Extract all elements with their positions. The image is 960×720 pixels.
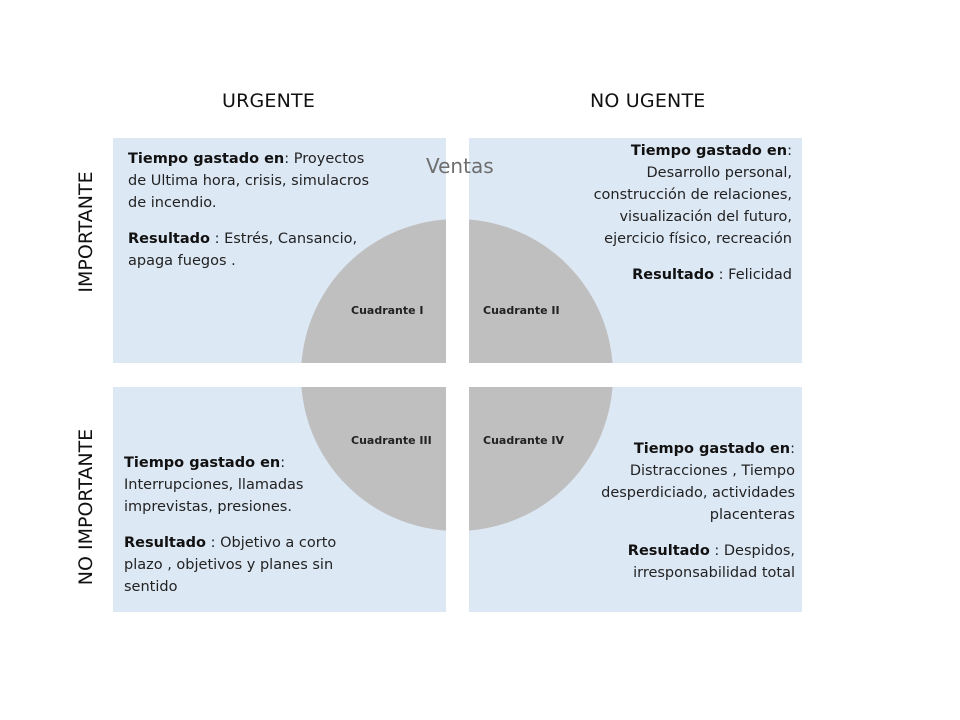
quadrant-2-time-label: Tiempo gastado en xyxy=(630,143,788,159)
quadrant-1-text: Tiempo gastado en: Proyectos de Ultima h… xyxy=(128,148,373,272)
quadrant-4-result-text: : Despidos, irresponsabilidad total xyxy=(633,543,795,581)
quadrant-2-label: Cuadrante II xyxy=(483,304,560,317)
quadrant-1-time-label: Tiempo gastado en xyxy=(128,151,285,167)
quadrant-3-time-label: Tiempo gastado en xyxy=(124,455,281,471)
quadrant-3-text: Tiempo gastado en: Interrupciones, llama… xyxy=(124,452,356,598)
quadrant-3-time-text: : Interrupciones, llamadas imprevistas, … xyxy=(124,455,304,515)
quadrant-4-result-label: Resultado xyxy=(627,543,710,559)
quadrant-3-result-label: Resultado xyxy=(124,535,206,551)
quadrant-1-time-text: : Proyectos de Ultima hora, crisis, simu… xyxy=(128,151,370,211)
quadrant-4-time-text: : Distracciones , Tiempo desperdiciado, … xyxy=(601,441,795,523)
quadrant-4-label: Cuadrante IV xyxy=(483,434,565,447)
column-header-not-urgent: NO UGENTE xyxy=(590,90,706,112)
diagram-title: Ventas xyxy=(426,154,494,178)
quadrant-4-time-label: Tiempo gastado en xyxy=(633,441,791,457)
quadrant-2-result-label: Resultado xyxy=(632,267,715,283)
quadrant-2-time-text: : Desarrollo personal, construcción de r… xyxy=(593,143,792,247)
quadrant-2-text: Tiempo gastado en: Desarrollo personal, … xyxy=(572,140,792,286)
circle-divider-horizontal xyxy=(290,363,624,387)
quadrant-1-result-label: Resultado xyxy=(128,231,210,247)
quadrant-2-result-text: : Felicidad xyxy=(714,267,792,283)
quadrant-4-text: Tiempo gastado en: Distracciones , Tiemp… xyxy=(585,438,795,584)
quadrant-1-result-text: : Estrés, Cansancio, apaga fuegos . xyxy=(128,231,358,269)
quadrant-3-label: Cuadrante III xyxy=(351,434,432,447)
quadrant-1-label: Cuadrante I xyxy=(351,304,424,317)
quadrant-3-result-text: : Objetivo a corto plazo , objetivos y p… xyxy=(124,535,337,595)
column-header-urgent: URGENTE xyxy=(222,90,316,112)
